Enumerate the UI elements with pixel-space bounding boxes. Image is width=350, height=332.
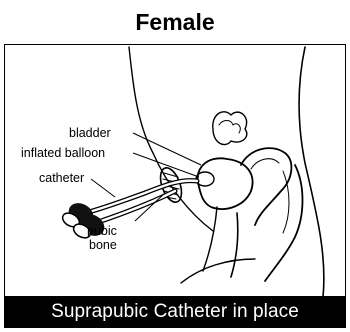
label-inflated-balloon: inflated balloon [21, 146, 105, 160]
urethra [203, 207, 217, 271]
back-outline [299, 47, 324, 297]
bladder-leader [133, 133, 201, 165]
vaginal-canal [231, 213, 238, 277]
perineum-outline [181, 259, 255, 283]
label-bladder: bladder [69, 126, 111, 140]
label-bone: bone [89, 238, 117, 252]
uterus-shape [241, 148, 291, 225]
caption-banner: Suprapubic Catheter in place [5, 296, 345, 327]
inflated-balloon-shape [196, 172, 214, 186]
figure-title: Female [0, 8, 350, 36]
anatomy-illustration: bladder inflated balloon catheter pubic … [5, 45, 346, 328]
label-catheter: catheter [39, 171, 84, 185]
bladder-shape [198, 158, 253, 209]
anatomy-illustration-frame: bladder inflated balloon catheter pubic … [4, 44, 346, 328]
catheter-leader [91, 179, 115, 197]
bowel-loops [213, 112, 247, 145]
rectum-shape [265, 165, 303, 281]
label-pubic: pubic [87, 224, 117, 238]
